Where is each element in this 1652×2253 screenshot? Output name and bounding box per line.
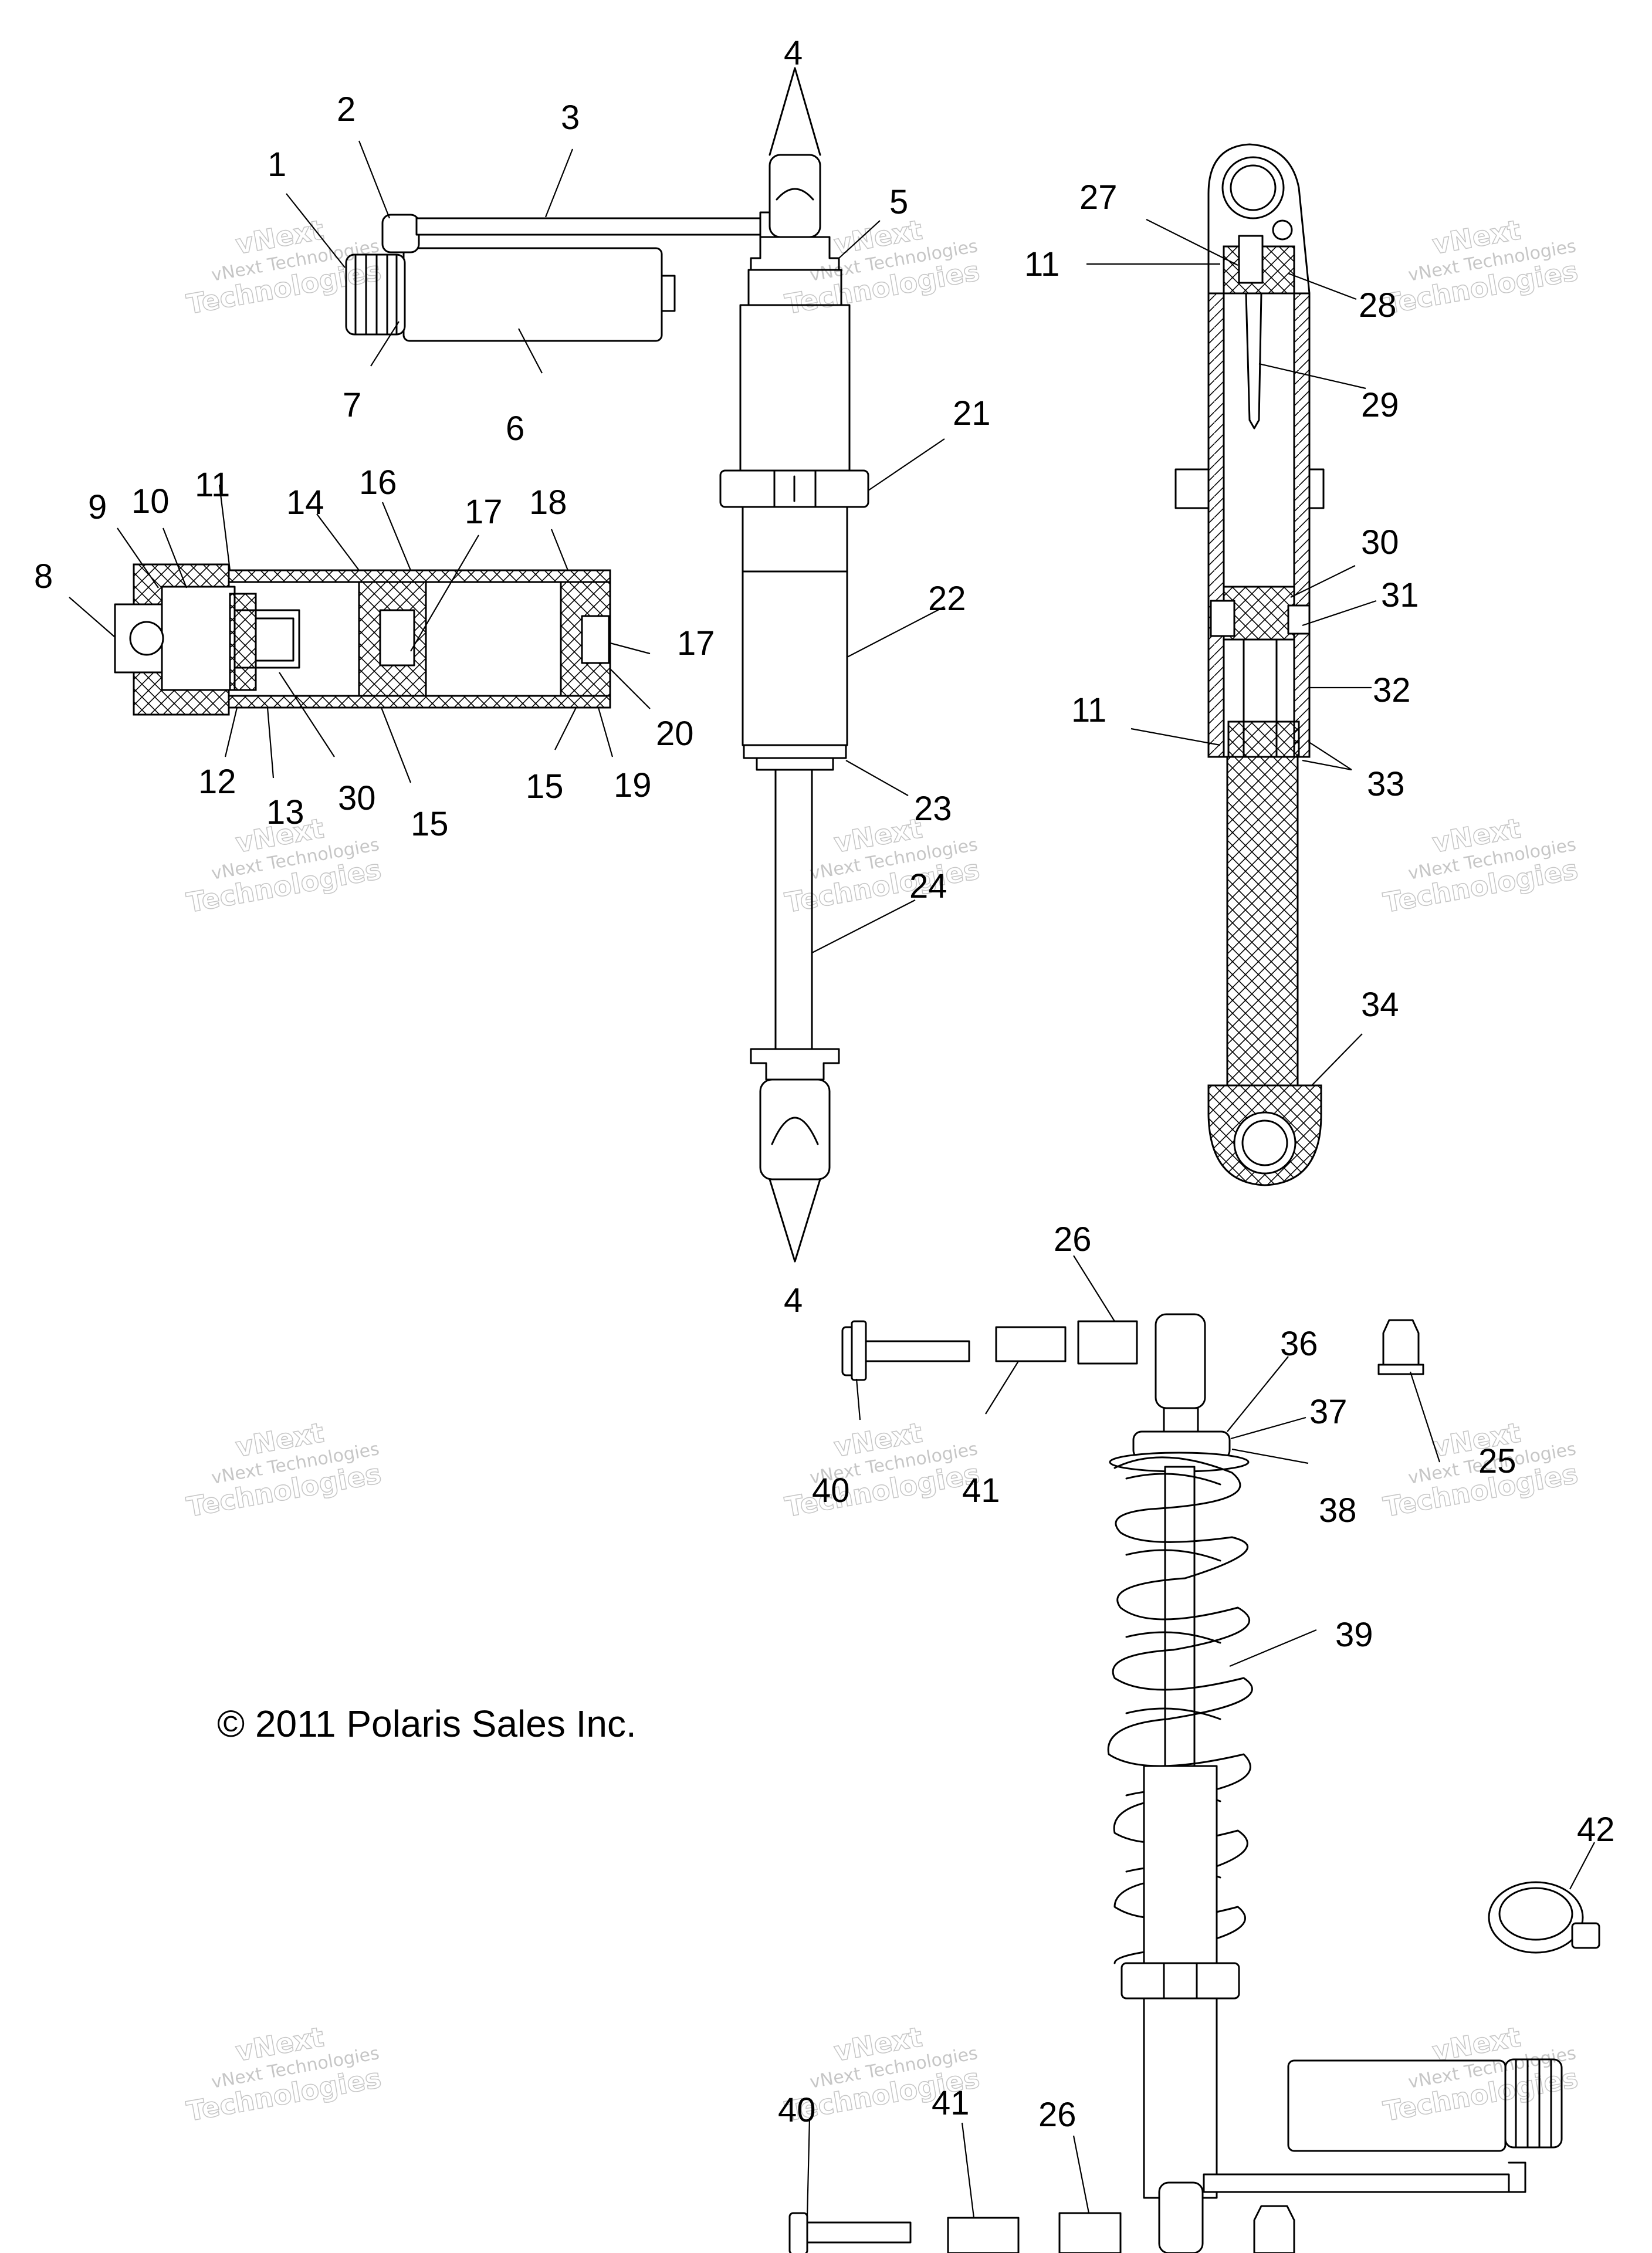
callout-24: 24: [909, 867, 947, 905]
callout-36: 36: [1280, 1325, 1318, 1363]
callout-23: 23: [914, 790, 952, 828]
callout-25: 25: [1478, 1442, 1516, 1480]
callout-3: 3: [561, 99, 580, 137]
reservoir-cross-section: [114, 563, 611, 716]
callout-34: 34: [1361, 986, 1399, 1024]
callout-40: 40: [812, 1471, 850, 1510]
callout-18: 18: [529, 483, 567, 522]
callout-42: 42: [1577, 1811, 1615, 1849]
callout-21: 21: [953, 394, 991, 432]
callout-26b: 26: [1038, 2096, 1076, 2134]
callout-13: 13: [266, 793, 304, 831]
callout-40b: 40: [778, 2091, 816, 2129]
mounting-hardware: [841, 1319, 1424, 1381]
callout-26: 26: [1054, 1220, 1092, 1259]
callout-29: 29: [1361, 386, 1399, 424]
callout-16: 16: [359, 464, 397, 502]
callout-7: 7: [343, 386, 361, 424]
callout-27: 27: [1079, 178, 1118, 216]
callout-numbers: 1 2 3 4 5 6 7 8 9 10 11 14 16 17 18 17 2…: [34, 34, 1615, 2134]
shock-cross-section: [1174, 143, 1325, 1186]
callout-4b: 4: [784, 1281, 803, 1320]
callout-41b: 41: [932, 2084, 970, 2122]
callout-30b: 30: [1361, 523, 1399, 561]
callout-19: 19: [614, 766, 652, 804]
callout-8: 8: [34, 557, 53, 596]
callout-39: 39: [1335, 1616, 1373, 1654]
callout-5: 5: [889, 183, 908, 221]
callout-2: 2: [337, 90, 356, 128]
callout-1: 1: [268, 146, 286, 184]
callout-30: 30: [338, 779, 376, 817]
leader-lines: [69, 140, 1595, 2218]
main-shock-body: [719, 67, 869, 1263]
callout-28: 28: [1359, 286, 1397, 324]
callout-14: 14: [286, 483, 324, 522]
callout-15b: 15: [411, 805, 449, 843]
callout-32: 32: [1373, 671, 1411, 709]
callout-41: 41: [962, 1471, 1000, 1510]
callout-11: 11: [195, 466, 230, 504]
copyright-text: © 2011 Polaris Sales Inc.: [217, 1703, 637, 1745]
callout-11b: 11: [1024, 245, 1059, 283]
callout-4: 4: [784, 34, 803, 72]
callout-11c: 11: [1071, 691, 1106, 729]
callout-17b: 17: [677, 624, 715, 662]
callout-15: 15: [526, 767, 564, 806]
remote-reservoir: [345, 211, 781, 342]
callout-17: 17: [465, 493, 503, 531]
callout-20: 20: [656, 715, 694, 753]
callout-10: 10: [131, 482, 170, 520]
callout-37: 37: [1309, 1393, 1348, 1431]
callout-6: 6: [506, 410, 524, 448]
callout-31: 31: [1381, 576, 1419, 614]
callout-38: 38: [1319, 1491, 1357, 1530]
callout-12: 12: [198, 763, 236, 801]
callout-9: 9: [88, 488, 107, 526]
coilover-assembly: [788, 1313, 1600, 2253]
callout-22: 22: [928, 580, 966, 618]
callout-33: 33: [1367, 765, 1405, 803]
